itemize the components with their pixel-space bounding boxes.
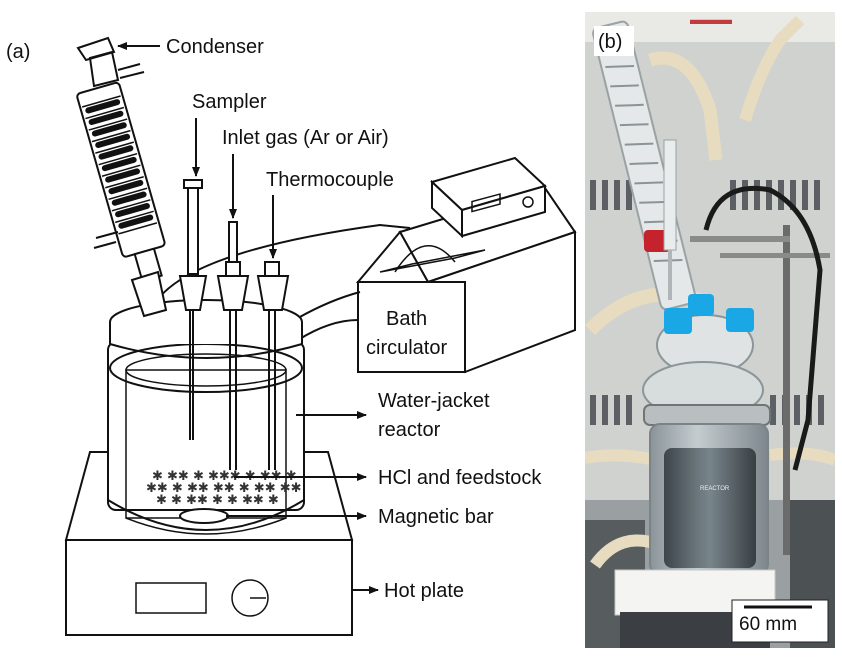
scale-bar-label: 60 mm xyxy=(739,614,797,635)
panel-a-tag: (a) xyxy=(6,41,30,63)
label-magnetic-bar: Magnetic bar xyxy=(378,506,494,528)
hot-plate-display xyxy=(135,582,207,614)
hot-plate-body xyxy=(65,539,353,636)
svg-text:✱ ✱ ✱✱ ✱ ✱ ✱✱ ✱: ✱ ✱ ✱✱ ✱ ✱ ✱✱ ✱ xyxy=(156,493,279,508)
feedstock-particles: ✱✱ ✱ ✱✱ ✱✱ ✱ ✱✱ ✱✱ ✱ ✱✱ ✱ ✱✱✱ ✱ ✱✱ ✱ ✱ ✱… xyxy=(146,469,302,508)
label-inlet-gas: Inlet gas (Ar or Air) xyxy=(222,127,389,149)
panel-b-photo: ▬▬▬ xyxy=(585,11,835,648)
hot-plate-knob xyxy=(231,579,269,617)
label-reactor-1: Water-jacket xyxy=(378,390,490,412)
label-reactor-2: reactor xyxy=(378,419,441,441)
panel-b-tag: (b) xyxy=(598,31,622,53)
label-condenser: Condenser xyxy=(166,36,264,58)
condenser-joint xyxy=(130,270,168,318)
label-bath-2: circulator xyxy=(366,337,447,359)
reactor-vessel: ✱✱ ✱ ✱✱ ✱✱ ✱ ✱✱ ✱✱ ✱ ✱✱ ✱ ✱✱✱ ✱ ✱✱ ✱ ✱ ✱… xyxy=(107,299,305,535)
svg-text:REACTOR: REACTOR xyxy=(700,486,730,492)
bath-window-curve xyxy=(394,245,456,273)
bath-circulator xyxy=(355,156,577,374)
magnetic-bar xyxy=(179,508,229,524)
svg-text:✱✱ ✱ ✱✱ ✱✱ ✱ ✱✱ ✱✱: ✱✱ ✱ ✱✱ ✱✱ ✱ ✱✱ ✱✱ xyxy=(146,481,302,496)
hose-2 xyxy=(297,291,361,319)
panel-a: (a) xyxy=(6,36,577,636)
label-bath-1: Bath xyxy=(386,308,427,330)
condenser xyxy=(76,36,168,318)
thermocouple xyxy=(256,261,290,470)
label-sampler: Sampler xyxy=(192,91,267,113)
sampler xyxy=(178,179,208,440)
inlet-gas-tube xyxy=(216,221,250,470)
svg-text:✱ ✱✱ ✱ ✱✱✱ ✱ ✱✱ ✱: ✱ ✱✱ ✱ ✱✱✱ ✱ ✱✱ ✱ xyxy=(152,469,297,484)
label-hot-plate: Hot plate xyxy=(384,580,464,602)
hose-3 xyxy=(297,319,359,341)
label-thermocouple: Thermocouple xyxy=(266,169,394,191)
label-hcl: HCl and feedstock xyxy=(378,467,542,489)
svg-text:▬▬▬: ▬▬▬ xyxy=(690,11,732,27)
